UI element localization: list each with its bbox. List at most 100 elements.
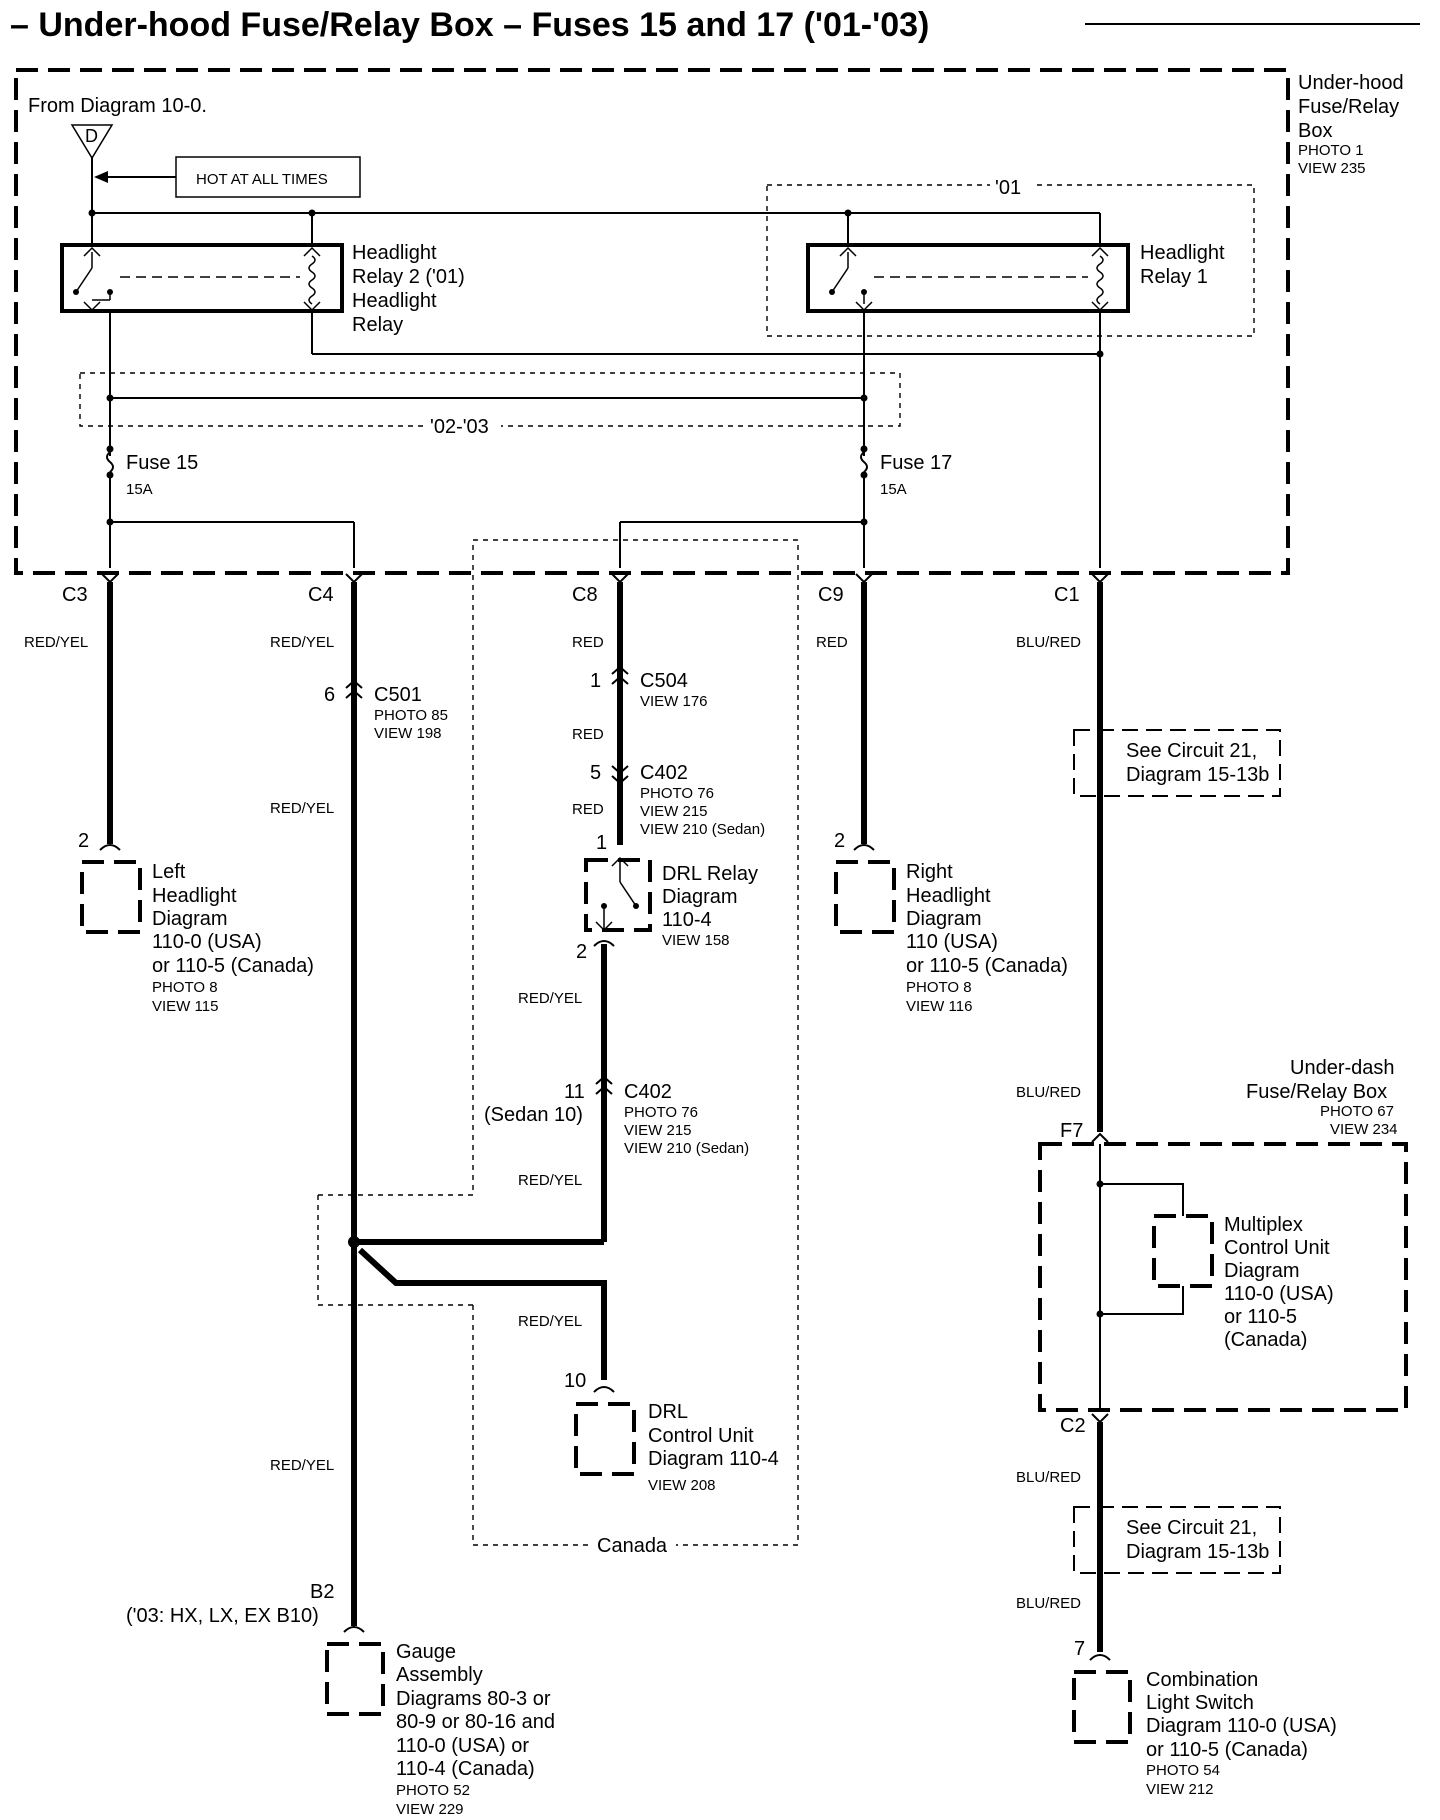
region-01-label: '01	[995, 177, 1021, 199]
drl-unit-label-3: Diagram 110-4	[648, 1448, 779, 1470]
mcu-label-5: or 110-5	[1224, 1306, 1297, 1328]
mcu-label-3: Diagram	[1224, 1260, 1300, 1282]
underhood-box-label-1: Under-hood	[1298, 72, 1404, 94]
drl-relay-component	[584, 858, 652, 932]
right-headlight-view: VIEW 116	[906, 998, 972, 1015]
see-circuit-2-line-2: Diagram 15-13b	[1126, 1541, 1269, 1563]
fuse17-out-junction	[860, 518, 868, 526]
region-02-03-label-gap	[425, 416, 501, 436]
c402a-connector-icon-top	[611, 765, 629, 775]
right-headlight-label-3: Diagram	[906, 908, 982, 930]
mcu-component	[1152, 1214, 1214, 1288]
drl-circuit: RED 1 C504 VIEW 176 RED 5 C402 PHOTO 76 …	[484, 582, 779, 1494]
c2-wire-color-2: BLU/RED	[1016, 1595, 1081, 1612]
c402a-view-2: VIEW 210 (Sedan)	[640, 821, 765, 838]
c501-wire-color: RED/YEL	[270, 800, 334, 817]
drl-relay-view: VIEW 158	[662, 932, 730, 949]
c402b-name: C402	[624, 1081, 672, 1103]
drl-relay-contact-arm	[619, 881, 637, 907]
underdash-box-outline	[1038, 1142, 1408, 1412]
underhood-box-label-3: Box	[1298, 120, 1332, 142]
drl-relay-label-2: Diagram	[662, 886, 738, 908]
c402b-photo: PHOTO 76	[624, 1104, 698, 1121]
relay1-terminal-c	[855, 301, 873, 312]
headlight-relay-1: Headlight Relay 1	[806, 213, 1225, 313]
see-circuit-1-line-2: Diagram 15-13b	[1126, 764, 1269, 786]
c8-wire-color: RED	[572, 634, 604, 651]
relay2-label-4: Relay	[352, 314, 403, 336]
c9-wire-color: RED	[816, 634, 848, 651]
c402b-view-2: VIEW 210 (Sedan)	[624, 1140, 749, 1157]
c4-wire-color: RED/YEL	[270, 634, 334, 651]
gauge-label-3: Diagrams 80-3 or	[396, 1688, 551, 1710]
c3-wire-color: RED/YEL	[24, 634, 88, 651]
relay1-label-2: Relay 1	[1140, 266, 1208, 288]
left-headlight-circuit: RED/YEL 2 Left Headlight Diagram 110-0 (…	[24, 582, 314, 1015]
right-headlight-circuit: RED 2 Right Headlight Diagram 110 (USA) …	[816, 582, 1068, 1015]
year-regions: '01 '02-'03 Canada	[79, 176, 1255, 1557]
right-headlight-component	[834, 860, 896, 934]
right-headlight-label-2: Headlight	[906, 885, 991, 907]
c2-label: C2	[1060, 1415, 1086, 1437]
left-headlight-label-5: or 110-5 (Canada)	[152, 955, 314, 977]
relay1-contact-arm	[831, 267, 849, 293]
drl-relay-contact-pivot	[633, 903, 639, 909]
fuse15-name: Fuse 15	[126, 452, 198, 474]
combination-switch-circuit: BLU/RED See Circuit 21, Diagram 15-13b B…	[1016, 582, 1408, 1798]
left-headlight-label-1: Left	[152, 861, 186, 883]
left-headlight-label-3: Diagram	[152, 908, 228, 930]
c402a-connector-icon-bottom	[611, 775, 629, 785]
c402a-wire-color: RED	[572, 801, 604, 818]
underhood-box-photo: PHOTO 1	[1298, 142, 1364, 159]
f7-terminal-icon	[1091, 1132, 1109, 1143]
see-circuit-1-line-1: See Circuit 21,	[1126, 740, 1257, 762]
right-headlight-terminal-icon	[853, 844, 875, 851]
gauge-terminal-icon	[343, 1626, 365, 1633]
relay1-contact-pivot	[829, 289, 835, 295]
c402b-pin: 11	[564, 1081, 585, 1103]
fuse17-name: Fuse 17	[880, 452, 952, 474]
relay2-label-2: Relay 2 ('01)	[352, 266, 465, 288]
headlight-relay-2: Headlight Relay 2 ('01) Headlight Relay	[60, 213, 465, 336]
drl-unit-component	[574, 1402, 636, 1476]
mcu-feed-top	[1100, 1183, 1184, 1216]
fuse17-top-terminal	[860, 445, 868, 453]
gauge-label-6: 110-4 (Canada)	[396, 1758, 535, 1780]
combo-switch-pin: 7	[1074, 1638, 1085, 1660]
relay2-contact-pivot	[73, 289, 79, 295]
c402b-connector-icon-bottom	[595, 1085, 613, 1095]
c501-connector-icon-bottom	[345, 689, 363, 699]
combo-switch-component	[1072, 1670, 1132, 1744]
drl-relay-pin-out: 2	[576, 941, 587, 963]
combo-switch-photo: PHOTO 54	[1146, 1762, 1220, 1779]
c3-terminal-icon	[101, 573, 119, 584]
fuse15-out-junction	[106, 518, 114, 526]
underhood-box-view: VIEW 235	[1298, 160, 1366, 177]
c2-terminal-icon	[1091, 1413, 1109, 1424]
see-circuit-box-1	[1073, 729, 1281, 797]
combo-switch-terminal-icon	[1089, 1654, 1111, 1661]
drl-unit-label-2: Control Unit	[648, 1425, 754, 1447]
fuse17-rating: 15A	[880, 481, 907, 498]
relay1-label-1: Headlight	[1140, 242, 1225, 264]
relay1-coil-icon	[1096, 255, 1104, 305]
gauge-photo: PHOTO 52	[396, 1782, 470, 1799]
c402b-wire-color: RED/YEL	[518, 1172, 582, 1189]
b2-note: ('03: HX, LX, EX B10)	[126, 1605, 319, 1627]
c402a-pin: 5	[590, 762, 601, 784]
c1-wire-color-2: BLU/RED	[1016, 1084, 1081, 1101]
mcu-label-6: (Canada)	[1224, 1329, 1307, 1351]
c3-label: C3	[62, 584, 88, 606]
region-02-03-label: '02-'03	[430, 416, 489, 438]
left-headlight-terminal-icon	[99, 844, 121, 851]
diagram-title: – Under-hood Fuse/Relay Box – Fuses 15 a…	[10, 6, 929, 44]
c4-terminal-icon	[345, 573, 363, 584]
gauge-label-2: Assembly	[396, 1664, 483, 1686]
right-headlight-photo: PHOTO 8	[906, 979, 972, 996]
c402a-name: C402	[640, 762, 688, 784]
bridge-junction-left	[106, 394, 114, 402]
left-headlight-view: VIEW 115	[152, 998, 218, 1015]
region-canada-label: Canada	[597, 1535, 668, 1557]
drl-unit-wire-color: RED/YEL	[518, 1313, 582, 1330]
